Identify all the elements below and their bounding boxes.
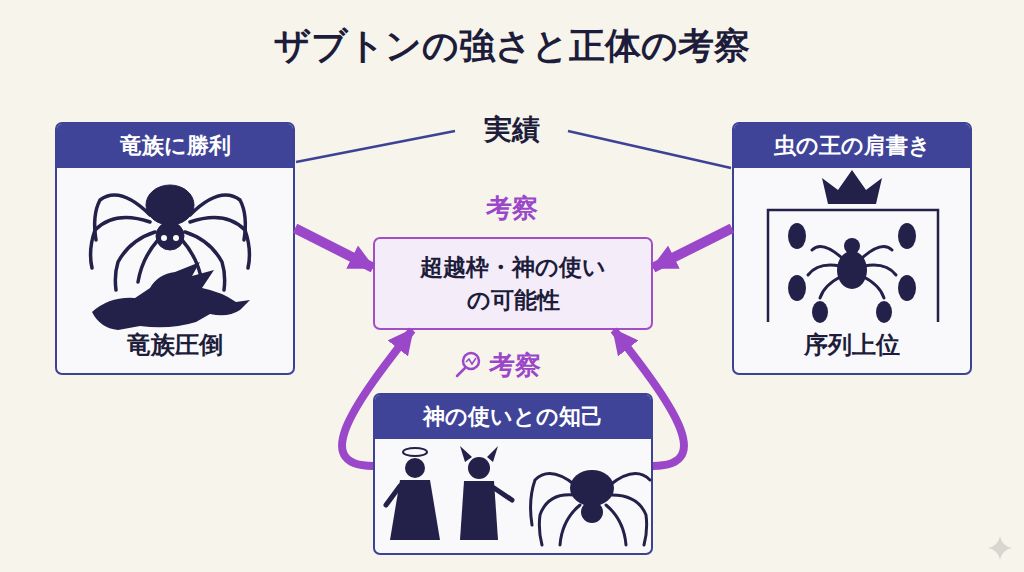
box-header: 虫の王の肩書き bbox=[734, 124, 970, 168]
leader-line bbox=[568, 131, 731, 168]
card-box: 虫の王の肩書き序列上位 bbox=[732, 122, 972, 375]
annotation-label: 実績 bbox=[484, 111, 540, 149]
magnifier-lens bbox=[463, 353, 479, 369]
annotation-label: 考察 bbox=[486, 191, 538, 226]
box-header: 竜族に勝利 bbox=[57, 124, 293, 168]
flow-arrow bbox=[653, 228, 732, 267]
diagram-title: ザブトンの強さと正体の考察 bbox=[0, 22, 1024, 71]
box-text: 超越枠・神の使いの可能性 bbox=[418, 251, 608, 315]
sparkle-mark bbox=[988, 536, 1012, 560]
card-box: 竜族に勝利竜族圧倒 bbox=[55, 122, 295, 375]
leader-line bbox=[296, 131, 455, 162]
box-header: 神の使いとの知己 bbox=[375, 395, 651, 439]
annotation-label: 考察 bbox=[489, 348, 541, 383]
magnifier-pulse bbox=[466, 358, 476, 364]
flow-arrow bbox=[295, 228, 373, 267]
magnifier-handle bbox=[457, 368, 465, 376]
box-caption: 竜族圧倒 bbox=[57, 329, 293, 361]
magnifier-icon bbox=[457, 353, 479, 376]
box-caption: 序列上位 bbox=[734, 329, 970, 361]
conclusion-box: 超越枠・神の使いの可能性 bbox=[373, 237, 653, 330]
card-box: 神の使いとの知己 bbox=[373, 393, 653, 555]
